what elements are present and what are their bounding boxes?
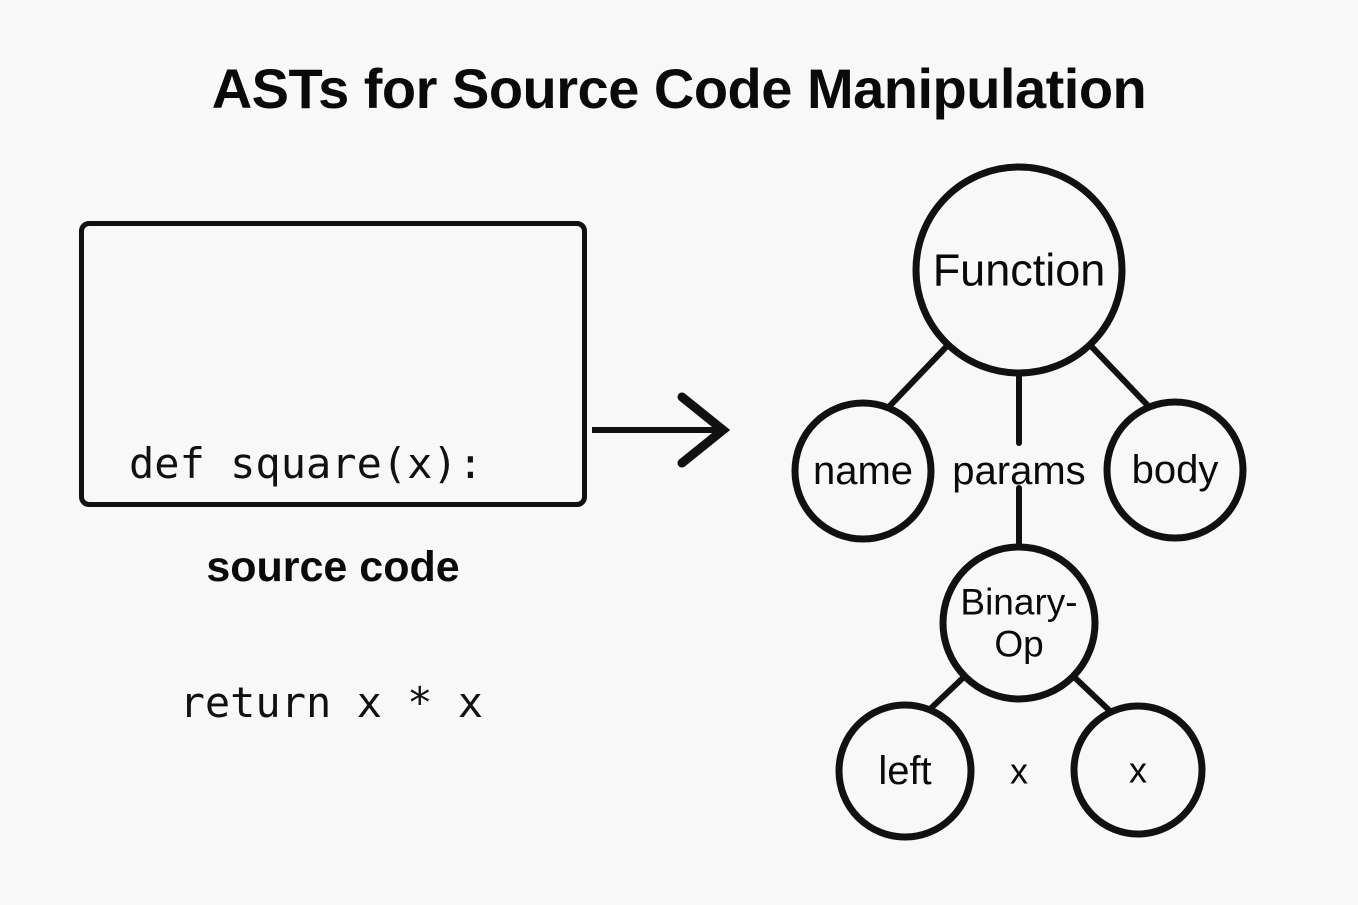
edge-binaryop-right bbox=[1069, 672, 1114, 715]
node-binaryop-label-line1: Binary- bbox=[960, 582, 1077, 623]
source-code-text: def square(x): return x * x } bbox=[129, 264, 483, 905]
node-left-circle[interactable] bbox=[835, 701, 975, 841]
node-binaryop-label-line2: Op bbox=[994, 624, 1043, 665]
node-left-label: left bbox=[878, 749, 931, 793]
edge-binaryop-left bbox=[924, 672, 969, 715]
code-line-2: return x * x bbox=[129, 677, 484, 727]
code-line-1: def square(x): bbox=[129, 438, 484, 488]
edge-function-name bbox=[881, 342, 951, 415]
node-name-label: name bbox=[813, 449, 913, 493]
node-right-circle[interactable] bbox=[1070, 702, 1206, 838]
node-function-label: Function bbox=[933, 245, 1106, 296]
source-code-caption: source code bbox=[206, 543, 460, 591]
node-body-label: body bbox=[1132, 448, 1219, 492]
page-title: ASTs for Source Code Manipulation bbox=[211, 57, 1147, 120]
node-operator-label: x bbox=[1010, 751, 1028, 792]
node-binaryop-circle[interactable] bbox=[939, 543, 1099, 703]
edge-function-body bbox=[1087, 342, 1157, 415]
ast-tree: Function name params body Binary- Op lef… bbox=[791, 163, 1247, 841]
node-body-circle[interactable] bbox=[1103, 398, 1247, 542]
transform-arrow-icon bbox=[592, 392, 731, 468]
node-params-label: params bbox=[952, 449, 1085, 493]
node-right-label: x bbox=[1129, 750, 1147, 791]
source-code-box: def square(x): return x * x } bbox=[79, 221, 587, 727]
node-function-circle[interactable] bbox=[912, 163, 1126, 377]
node-name-circle[interactable] bbox=[791, 399, 935, 543]
